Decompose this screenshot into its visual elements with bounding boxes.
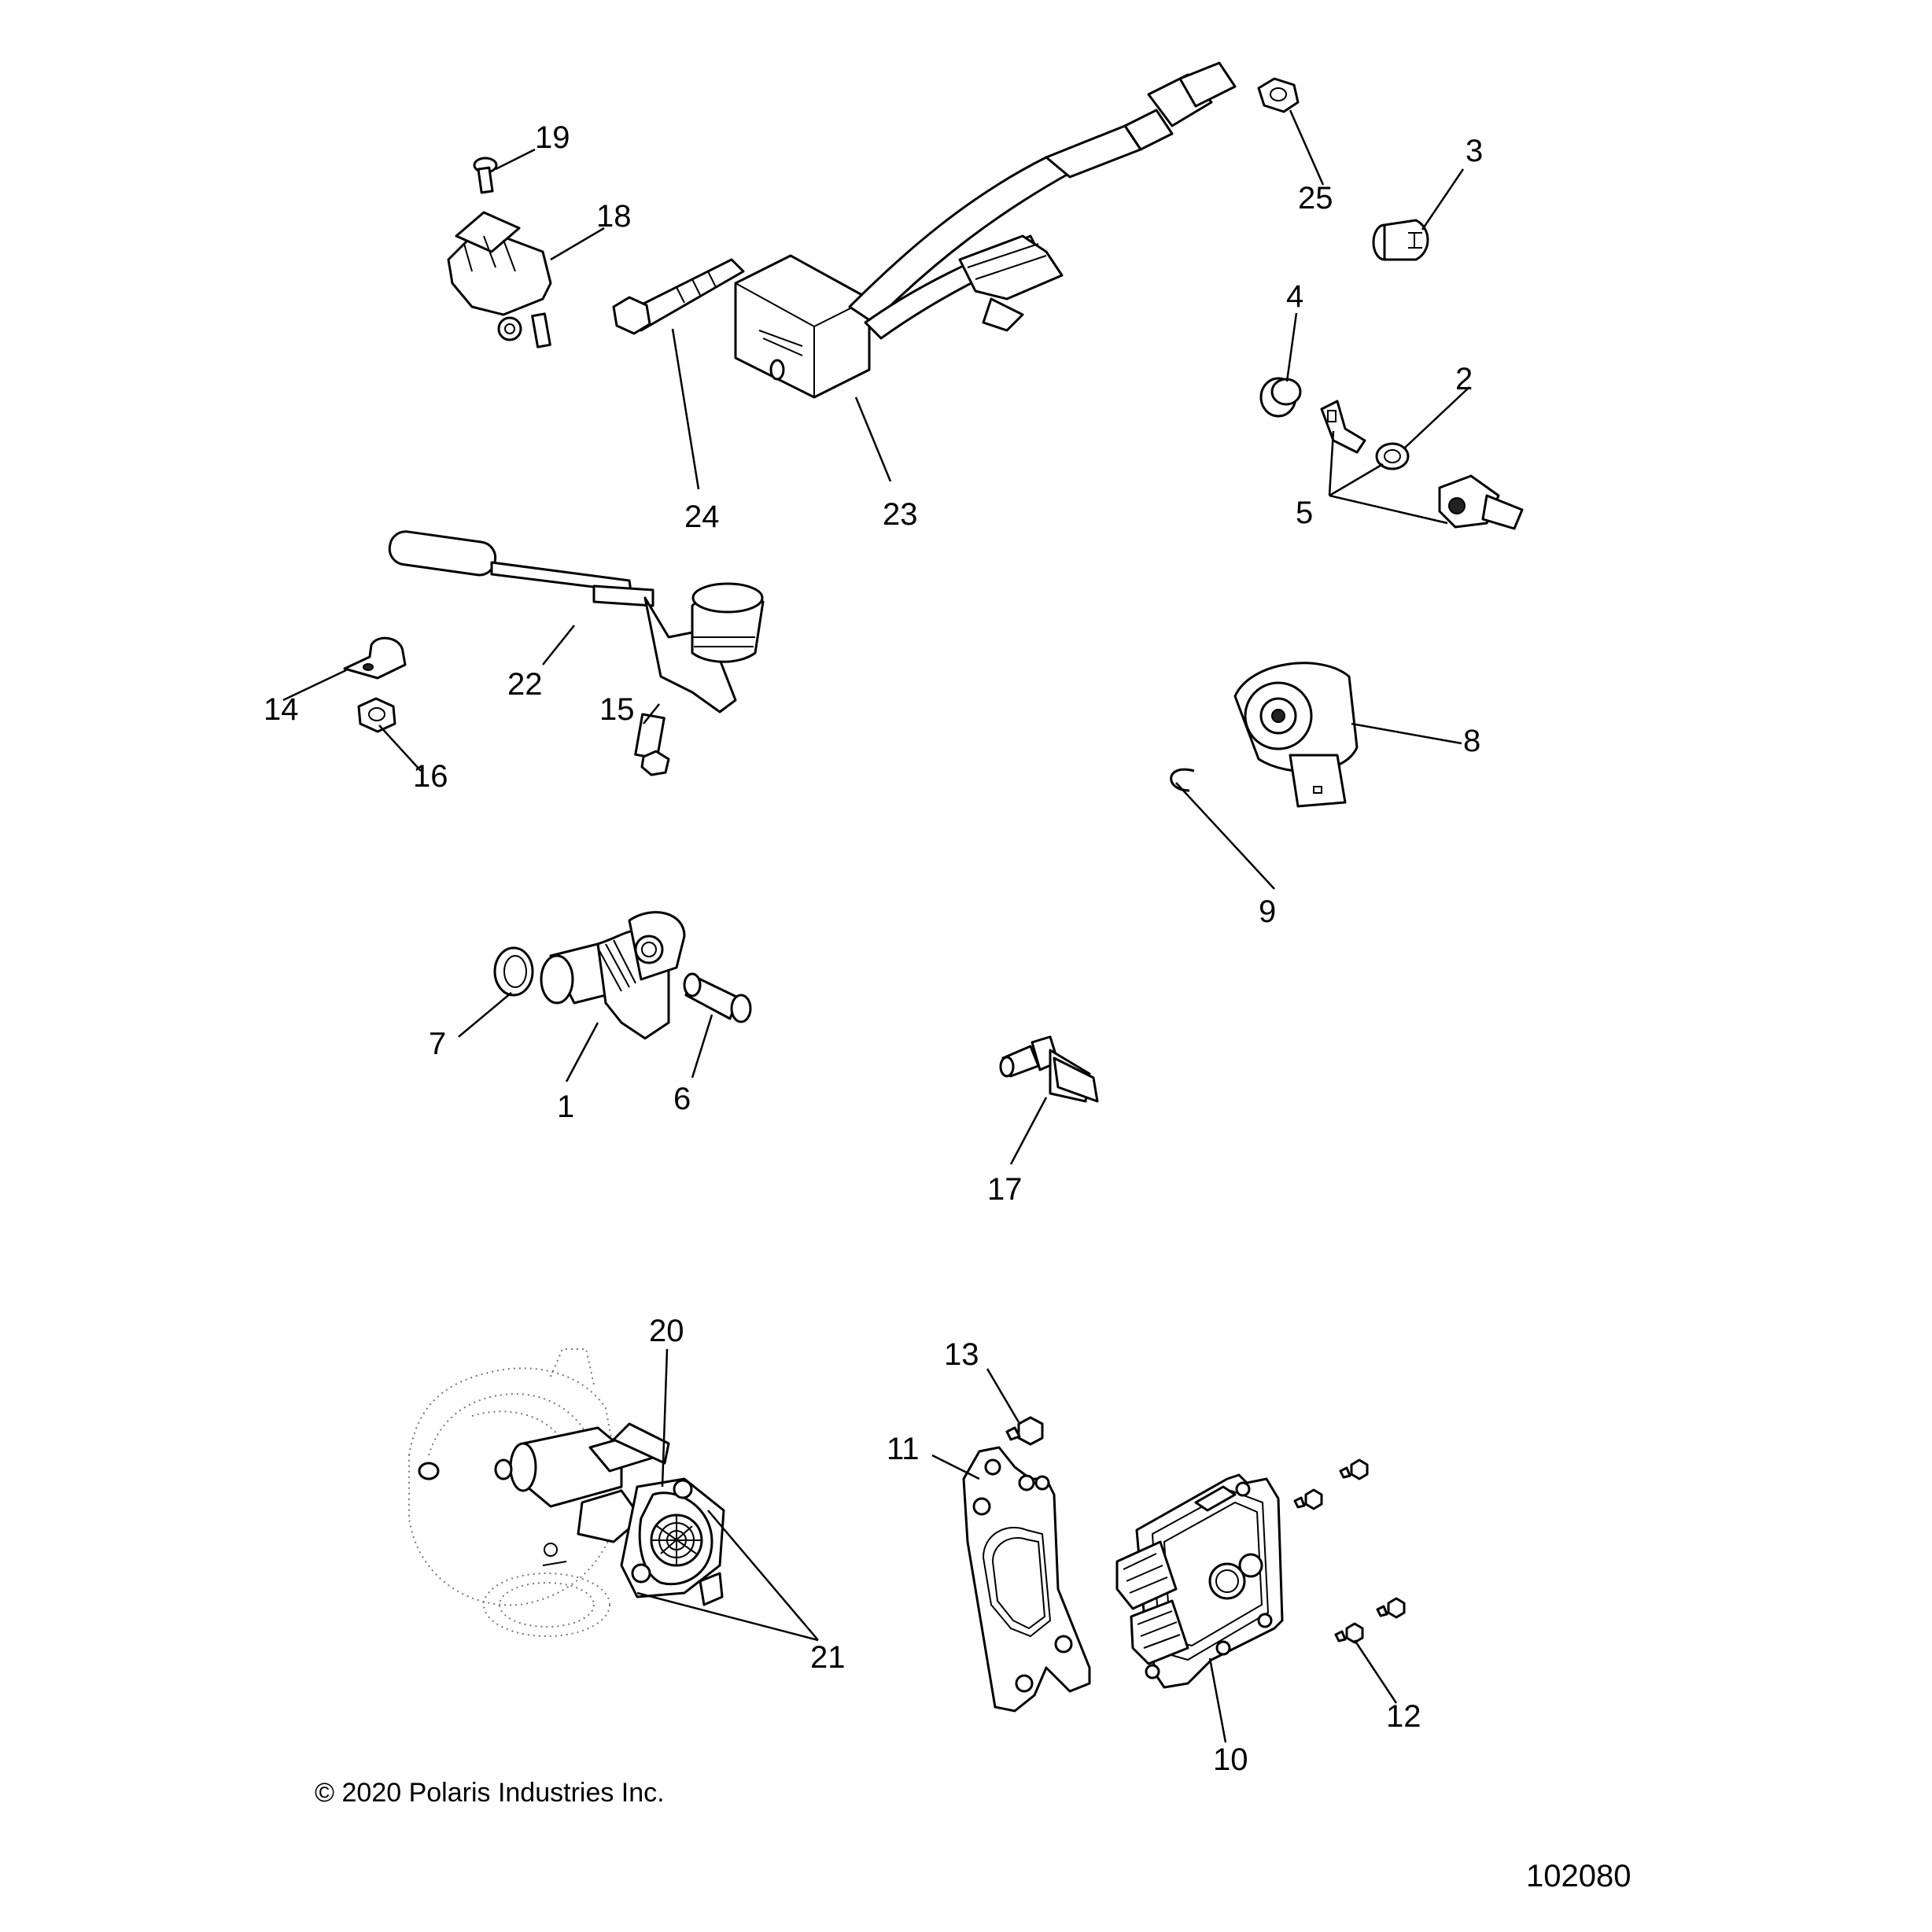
part-5-switch-assembly <box>1320 400 1524 530</box>
callout-2: 2 <box>1455 362 1473 396</box>
part-16-nut <box>357 697 396 733</box>
callout-23: 23 <box>883 497 918 532</box>
part-11-bracket <box>962 1446 1091 1713</box>
leader-lines <box>282 109 1470 1743</box>
callout-5: 5 <box>1296 496 1313 530</box>
part-17-temp-sensor <box>999 1035 1099 1103</box>
figure-number: 102080 <box>1526 1859 1631 1893</box>
callout-17: 17 <box>987 1172 1023 1207</box>
callout-4: 4 <box>1286 279 1303 314</box>
callout-1: 1 <box>557 1090 574 1124</box>
callout-19: 19 <box>535 120 570 155</box>
callout-14: 14 <box>264 692 299 727</box>
part-18-map-sensor <box>447 211 552 348</box>
callout-11: 11 <box>887 1432 920 1466</box>
callout-18: 18 <box>596 199 632 234</box>
part-10-ecm <box>1115 1473 1284 1689</box>
part-19-bolt <box>473 157 498 194</box>
callout-15: 15 <box>599 692 635 727</box>
part-22-speed-sensor <box>388 530 765 713</box>
part-7-o-ring <box>493 946 534 997</box>
callout-6: 6 <box>673 1082 691 1116</box>
callout-3: 3 <box>1466 134 1483 168</box>
part-12-screws <box>1293 1458 1406 1644</box>
part-8-knock-sensor <box>1233 662 1359 808</box>
part-15-bolt <box>634 713 670 776</box>
part-1-position-sensor <box>540 911 686 1040</box>
callout-10: 10 <box>1213 1742 1248 1777</box>
callout-24: 24 <box>684 500 720 534</box>
callout-8: 8 <box>1463 724 1480 758</box>
callout-12: 12 <box>1386 1699 1421 1734</box>
part-4-plug <box>1259 377 1302 418</box>
part-23-harness-module <box>734 61 1237 399</box>
callout-20: 20 <box>649 1314 684 1348</box>
copyright-notice: © 2020 Polaris Industries Inc. <box>315 1778 665 1808</box>
part-6-pin <box>683 972 752 1023</box>
callout-22: 22 <box>507 667 543 702</box>
part-14-clamp <box>343 636 407 680</box>
part-25-nut <box>1257 77 1300 113</box>
callout-21: 21 <box>810 1640 846 1675</box>
callout-labels: 19 18 25 3 4 2 5 24 23 22 14 15 16 8 9 7… <box>264 120 1483 1777</box>
part-3-fitting <box>1372 219 1429 261</box>
part-24-long-bolt <box>612 258 745 335</box>
callout-7: 7 <box>429 1027 446 1061</box>
callout-13: 13 <box>944 1337 979 1372</box>
part-13-screw <box>1005 1416 1044 1446</box>
callout-25: 25 <box>1298 181 1333 216</box>
part-21-throttle-position-sensor <box>620 1477 725 1606</box>
part-20-throttle-body <box>408 1348 670 1637</box>
callout-16: 16 <box>413 759 448 794</box>
callout-9: 9 <box>1259 894 1276 929</box>
part-9-clip <box>1170 768 1195 792</box>
